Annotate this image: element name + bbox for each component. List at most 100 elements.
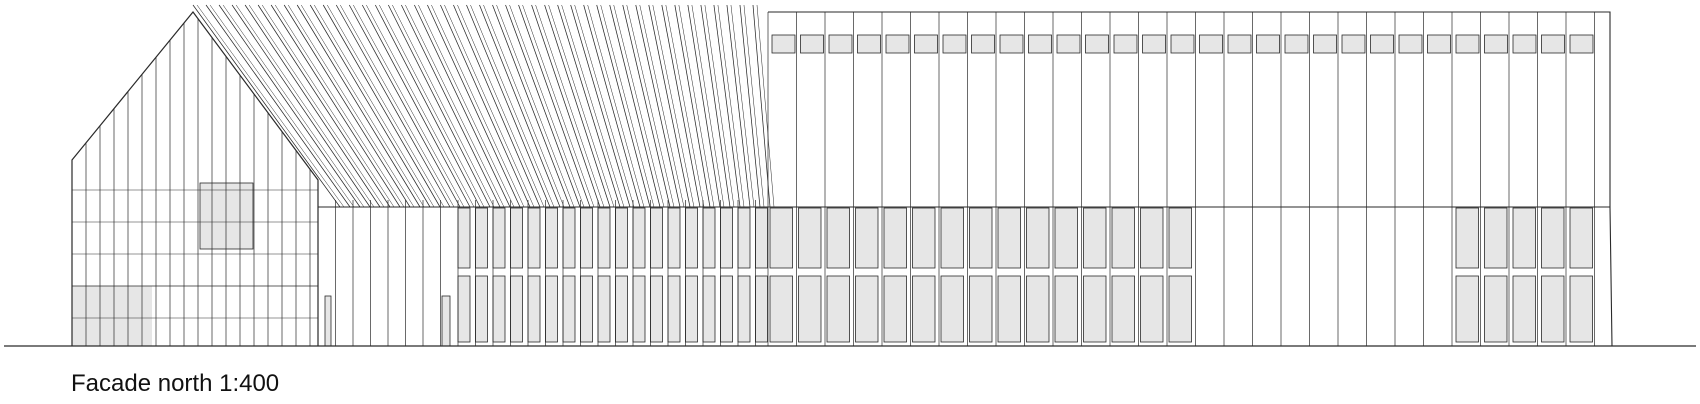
narrow-glazing-upper — [632, 207, 646, 269]
roof-fin — [752, 4, 771, 208]
clerestory-window — [1056, 34, 1081, 54]
ground-glazing-lower — [912, 275, 936, 343]
drawing-caption: Facade north 1:400 — [71, 370, 280, 397]
ground-glazing-upper — [1484, 207, 1508, 269]
roof-fin — [309, 4, 431, 208]
clerestory-window — [1541, 34, 1565, 54]
clerestory-window — [800, 34, 824, 54]
narrow-glazing-upper — [737, 207, 751, 269]
roof-fin — [313, 4, 435, 208]
clerestory-window — [999, 34, 1024, 54]
narrow-glazing-upper — [755, 207, 768, 269]
roof-fin — [661, 4, 701, 208]
narrow-glazing-upper — [720, 207, 733, 269]
gable-window — [199, 182, 254, 250]
roof-fin — [457, 4, 545, 208]
clerestory-window — [1113, 34, 1138, 54]
roof-fin — [626, 4, 675, 208]
clerestory-window — [1341, 34, 1366, 54]
ground-glazing-lower — [1083, 275, 1107, 343]
narrow-glazing-lower — [615, 275, 628, 343]
ground-glazing-upper — [940, 207, 964, 269]
narrow-glazing-upper — [545, 207, 558, 269]
roof-fin — [509, 4, 585, 208]
ground-glazing-lower — [1168, 275, 1192, 343]
clerestory-window — [942, 34, 967, 54]
roof-fin — [613, 4, 665, 208]
roof-fin — [639, 4, 685, 208]
ground-glazing-lower — [1026, 275, 1050, 343]
clerestory-window — [914, 34, 938, 54]
roof-fin — [392, 4, 495, 208]
narrow-glazing-upper — [667, 207, 681, 269]
narrow-glazing-lower — [475, 275, 488, 343]
ground-glazing-lower — [883, 275, 907, 343]
ground-glazing-upper — [1168, 207, 1192, 269]
ground-glazing-lower — [798, 275, 822, 343]
roof-fin — [427, 4, 521, 208]
clerestory-window — [1455, 34, 1480, 54]
ground-glazing-lower — [940, 275, 964, 343]
roof-fin — [470, 4, 555, 208]
roof-fin — [505, 4, 581, 208]
clerestory-window — [857, 34, 881, 54]
roof-fin — [730, 4, 755, 208]
roof-fin — [535, 4, 605, 208]
ground-glazing-lower — [1484, 275, 1508, 343]
ground-glazing-upper — [1026, 207, 1050, 269]
narrow-glazing-upper — [615, 207, 628, 269]
ground-glazing-lower — [1541, 275, 1565, 343]
narrow-glazing-upper — [562, 207, 576, 269]
clerestory-window — [1427, 34, 1451, 54]
roof-fin — [340, 4, 455, 208]
roof-fin — [635, 4, 681, 208]
roof-fin — [244, 4, 381, 208]
roof-fin — [257, 4, 391, 208]
clerestory-window — [1227, 34, 1252, 54]
roof-fin — [531, 4, 601, 208]
ground-glazing-lower — [969, 275, 993, 343]
roof-fin — [466, 4, 551, 208]
narrow-glazing-upper — [475, 207, 488, 269]
roof-fin — [570, 4, 631, 208]
roof-fin — [361, 4, 471, 208]
ground-glazing-upper — [855, 207, 879, 269]
narrow-glazing-lower — [685, 275, 698, 343]
main-volume-outline — [768, 11, 1613, 347]
ground-glazing-lower — [1569, 275, 1593, 343]
roof-fin — [379, 4, 485, 208]
roof-fin — [418, 4, 515, 208]
ground-glazing-upper — [1512, 207, 1536, 269]
roof-fin — [492, 4, 571, 208]
clerestory-window — [771, 34, 796, 54]
narrow-glazing-lower — [632, 275, 646, 343]
ground-glazing-upper — [912, 207, 936, 269]
roof-fin — [248, 4, 385, 208]
ground-glazing-lower — [1455, 275, 1479, 343]
ground-glazing-upper — [1083, 207, 1107, 269]
roof-fin — [287, 4, 415, 208]
roof-fin — [717, 4, 745, 208]
door-panel — [324, 295, 332, 347]
roof-fin — [687, 4, 721, 208]
roof-fin — [401, 4, 501, 208]
roof-fin — [431, 4, 525, 208]
roof-fin — [453, 4, 541, 208]
roof-fin — [518, 4, 591, 208]
roof-fin — [366, 4, 475, 208]
narrow-glazing-lower — [492, 275, 506, 343]
clerestory-window — [1256, 34, 1280, 54]
ground-glazing-lower — [997, 275, 1021, 343]
narrow-glazing-lower — [737, 275, 751, 343]
clerestory-window — [885, 34, 910, 54]
roof-fin — [348, 4, 461, 208]
roof-fin — [739, 4, 761, 208]
ground-glazing-upper — [997, 207, 1021, 269]
roof-fin — [335, 4, 451, 208]
narrow-glazing-upper — [457, 207, 471, 269]
clerestory-window — [1569, 34, 1594, 54]
narrow-glazing-lower — [755, 275, 768, 343]
roof-fin — [274, 4, 405, 208]
glazing-panels — [72, 34, 1594, 347]
narrow-glazing-upper — [685, 207, 698, 269]
